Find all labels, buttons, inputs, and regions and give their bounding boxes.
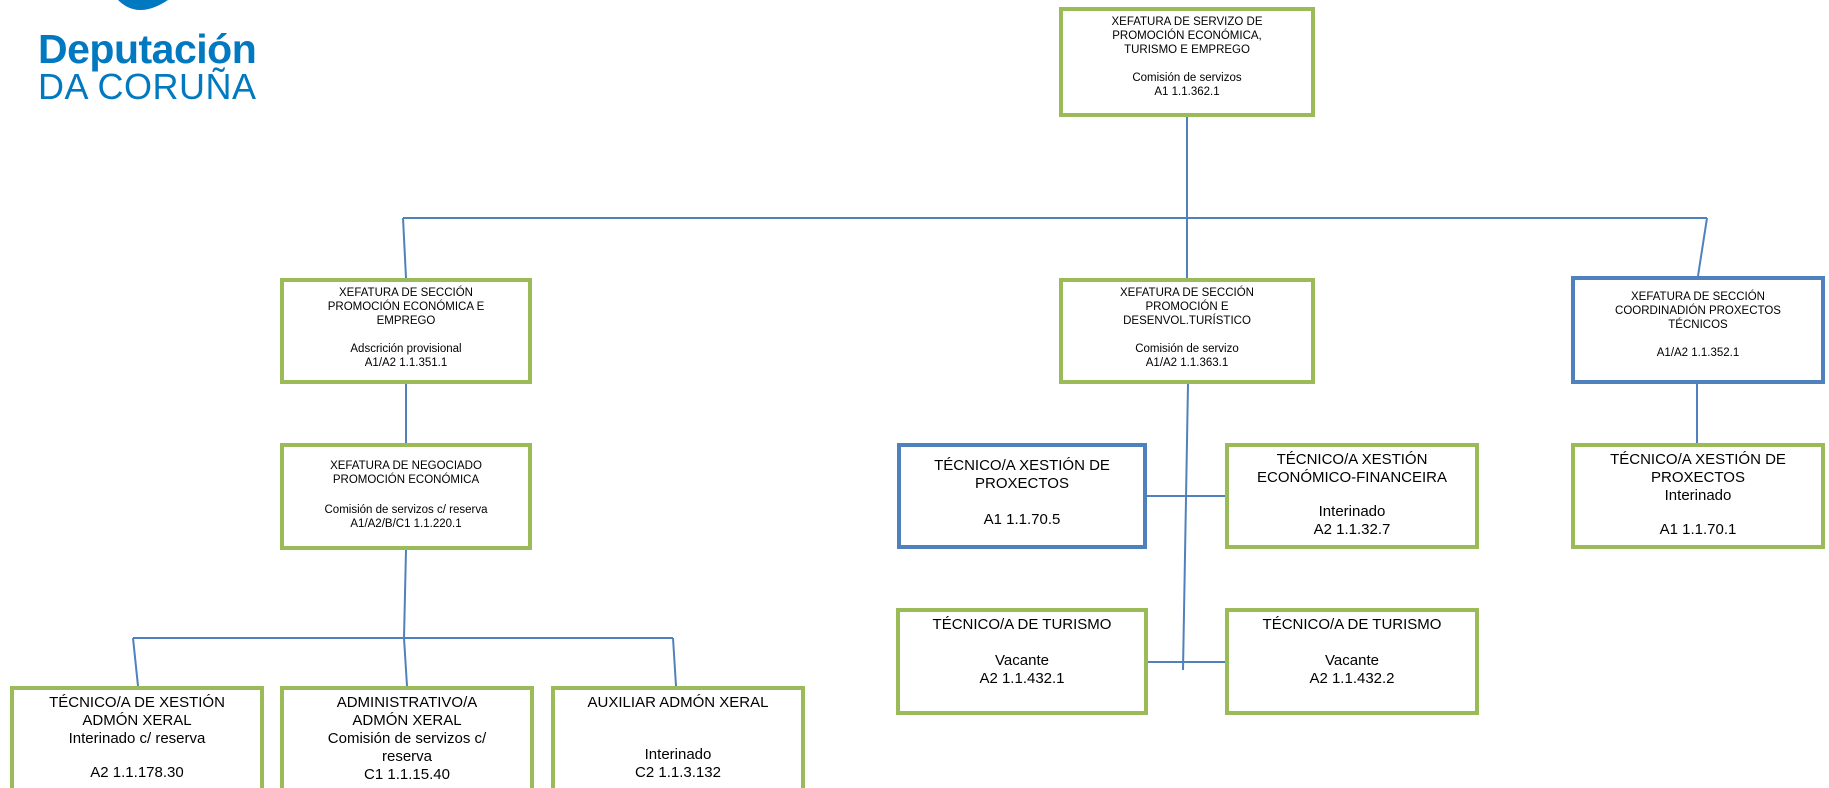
node-title: XEFATURA DE SECCIÓN <box>339 287 473 299</box>
node-status: Interinado <box>1318 503 1386 520</box>
node-code: C2 1.1.3.132 <box>635 764 721 781</box>
node-seccion-coordinacion: XEFATURA DE SECCIÓN COORDINADIÓN PROXECT… <box>1571 276 1825 384</box>
connector-line <box>402 217 407 279</box>
node-title: COORDINADIÓN PROXECTOS <box>1615 305 1781 317</box>
node-status: Interinado c/ reserva <box>68 730 206 747</box>
node-title: DESENVOL.TURÍSTICO <box>1123 315 1251 327</box>
node-title: TURISMO E EMPREGO <box>1124 44 1250 56</box>
connector-line <box>403 549 407 639</box>
node-tecnico-economico-financeira: TÉCNICO/A XESTIÓN ECONÓMICO-FINANCEIRA I… <box>1225 443 1479 549</box>
node-title: EMPREGO <box>376 315 436 327</box>
node-title: PROMOCIÓN ECONÓMICA E <box>327 301 485 313</box>
node-status: Vacante <box>1325 652 1379 669</box>
logo-shield-icon <box>118 0 168 10</box>
connector-line <box>1182 383 1189 671</box>
node-title: AUXILIAR ADMÓN XERAL <box>587 694 769 711</box>
node-seccion-promocion-economica: XEFATURA DE SECCIÓN PROMOCIÓN ECONÓMICA … <box>280 278 532 384</box>
node-title: TÉCNICO/A DE XESTIÓN <box>49 694 225 711</box>
node-status: Comisión de servizos <box>1132 72 1242 84</box>
node-code: A2 1.1.432.2 <box>1309 670 1395 687</box>
node-status: Comisión de servizos c/ reserva <box>324 504 488 516</box>
connector-line <box>132 637 139 687</box>
node-negociado-promocion: XEFATURA DE NEGOCIADO PROMOCIÓN ECONÓMIC… <box>280 443 532 550</box>
node-code: A2 1.1.32.7 <box>1313 521 1391 538</box>
node-status: Interinado <box>644 746 712 763</box>
node-code: A1/A2 1.1.363.1 <box>1145 357 1229 369</box>
node-tecnico-turismo-1: TÉCNICO/A DE TURISMO Vacante A2 1.1.432.… <box>896 608 1148 715</box>
node-seccion-turismo: XEFATURA DE SECCIÓN PROMOCIÓN E DESENVOL… <box>1059 278 1315 384</box>
connector-line <box>403 637 408 687</box>
node-title: PROMOCIÓN ECONÓMICA, <box>1112 30 1262 42</box>
node-tecnico-turismo-2: TÉCNICO/A DE TURISMO Vacante A2 1.1.432.… <box>1225 608 1479 715</box>
node-title: ADMINISTRATIVO/A <box>336 694 478 711</box>
node-title: XEFATURA DE SERVIZO DE <box>1111 16 1263 28</box>
node-code: A1 1.1.70.5 <box>983 511 1061 528</box>
connector-line <box>672 637 677 687</box>
node-status: Adscrición provisional <box>350 343 462 355</box>
node-title: TÉCNICO/A DE TURISMO <box>1262 616 1442 633</box>
node-title: ADMÓN XERAL <box>352 712 462 729</box>
deputacion-logo: Deputación DA CORUÑA <box>38 0 258 110</box>
node-title: TÉCNICO/A DE TURISMO <box>932 616 1112 633</box>
node-status: Comisión de servizos c/ <box>327 730 487 747</box>
node-code: A1/A2 1.1.351.1 <box>364 357 448 369</box>
node-tecnico-proxectos-coordinacion: TÉCNICO/A XESTIÓN DE PROXECTOS Interinad… <box>1571 443 1825 549</box>
node-title: TÉCNICO/A XESTIÓN DE <box>934 457 1110 474</box>
node-xefatura-servizo: XEFATURA DE SERVIZO DE PROMOCIÓN ECONÓMI… <box>1059 7 1315 117</box>
node-status: Vacante <box>995 652 1049 669</box>
node-title: PROXECTOS <box>1651 469 1745 486</box>
logo-text-secondary: DA CORUÑA <box>38 66 257 107</box>
node-administrativo: ADMINISTRATIVO/A ADMÓN XERAL Comisión de… <box>280 686 534 788</box>
node-title: TÉCNICOS <box>1668 319 1728 331</box>
node-code: A1 1.1.362.1 <box>1154 86 1220 98</box>
node-tecnico-proxectos-turismo: TÉCNICO/A XESTIÓN DE PROXECTOS A1 1.1.70… <box>897 443 1147 549</box>
node-code: C1 1.1.15.40 <box>364 766 450 783</box>
connector-line <box>1697 217 1708 277</box>
node-auxiliar-admon: AUXILIAR ADMÓN XERAL Interinado C2 1.1.3… <box>551 686 805 788</box>
node-title: PROXECTOS <box>975 475 1069 492</box>
node-title: XEFATURA DE SECCIÓN <box>1631 291 1765 303</box>
node-title: TÉCNICO/A XESTIÓN <box>1276 451 1428 468</box>
node-code: A1/A2/B/C1 1.1.220.1 <box>350 518 462 530</box>
node-status: reserva <box>381 748 433 765</box>
node-title: PROMOCIÓN ECONÓMICA <box>332 474 480 486</box>
node-title: ECONÓMICO-FINANCEIRA <box>1256 469 1447 486</box>
node-title: XEFATURA DE NEGOCIADO <box>330 460 482 472</box>
node-title: ADMÓN XERAL <box>82 712 192 729</box>
node-status: Interinado <box>1664 487 1732 504</box>
node-code: A2 1.1.178.30 <box>90 764 184 781</box>
logo-text-primary: Deputación <box>38 26 257 72</box>
node-title: PROMOCIÓN E <box>1145 301 1229 313</box>
node-tecnico-xestion-admon: TÉCNICO/A DE XESTIÓN ADMÓN XERAL Interin… <box>10 686 264 788</box>
node-code: A1 1.1.70.1 <box>1659 521 1737 538</box>
node-code: A1/A2 1.1.352.1 <box>1656 347 1740 359</box>
node-title: TÉCNICO/A XESTIÓN DE <box>1610 451 1786 468</box>
node-status: Comisión de servizo <box>1135 343 1239 355</box>
node-title: XEFATURA DE SECCIÓN <box>1120 287 1254 299</box>
node-code: A2 1.1.432.1 <box>979 670 1065 687</box>
